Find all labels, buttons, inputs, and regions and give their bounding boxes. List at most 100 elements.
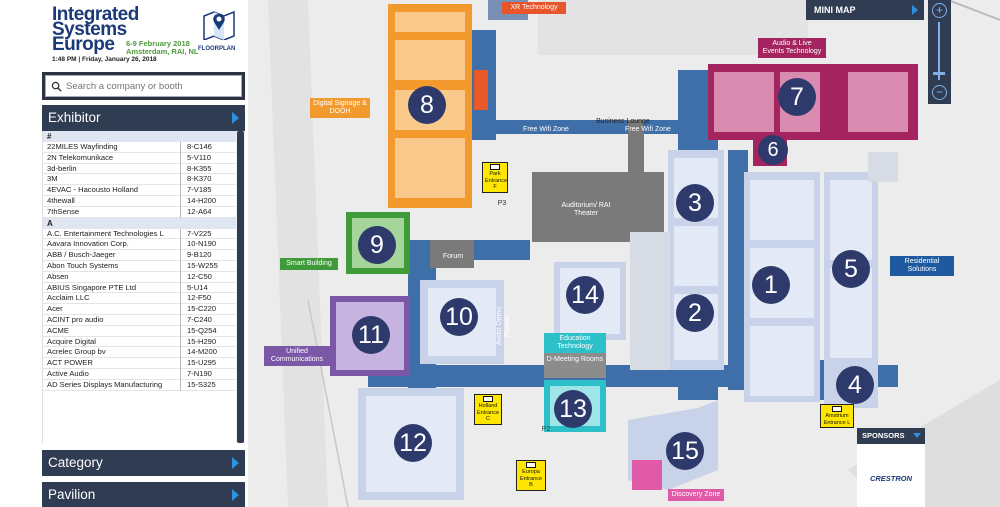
- chevron-down-icon: [913, 433, 921, 438]
- place-forum[interactable]: Forum: [442, 253, 464, 260]
- entrance-amstrium[interactable]: Amstrium Entrance L: [820, 404, 854, 428]
- zoom-slider-track[interactable]: [938, 22, 940, 80]
- auditorium-building[interactable]: [532, 172, 664, 242]
- entrance-amstrium-label: Amstrium Entrance L: [823, 413, 851, 426]
- hall-badge-1[interactable]: 1: [752, 266, 790, 304]
- floorplan-map[interactable]: XR Technology Audio & Live Events Techno…: [248, 0, 1000, 507]
- entrance-europa-label: Europa Entrance B: [519, 469, 542, 488]
- exhibitor-name: Absen: [47, 271, 69, 281]
- zone-unified-communications[interactable]: Unified Communications: [264, 346, 330, 366]
- search-input[interactable]: [66, 76, 238, 96]
- chevron-right-icon: [232, 112, 239, 124]
- hall-badge-11[interactable]: 11: [352, 316, 390, 354]
- hall-badge-12[interactable]: 12: [394, 424, 432, 462]
- zone-digital-signage[interactable]: Digital Signage & DOOH: [310, 98, 370, 118]
- hall-badge-13[interactable]: 13: [554, 390, 592, 428]
- hall-badge-8[interactable]: 8: [408, 86, 446, 124]
- hall-badge-2[interactable]: 2: [676, 294, 714, 332]
- exhibitor-name: 3d-berlin: [47, 163, 77, 173]
- exhibitor-name: A.C. Entertainment Technologies L: [47, 228, 164, 238]
- hall-badge-10[interactable]: 10: [440, 298, 478, 336]
- zoom-slider-thumb[interactable]: [933, 72, 945, 75]
- zone-education-technology[interactable]: Education Technology: [544, 333, 606, 353]
- exhibitor-row[interactable]: Aavara Innovation Corp.10-N190: [43, 239, 245, 251]
- chevron-right-icon: [912, 5, 918, 15]
- entrance-europa[interactable]: Europa Entrance B: [516, 460, 546, 491]
- exhibitor-row[interactable]: Absen 12-C50: [43, 271, 245, 283]
- exhibitor-booth: 9-B120: [180, 250, 234, 261]
- hall-15-pink: [632, 460, 662, 490]
- exhibitor-booth: 10-N190: [180, 239, 234, 251]
- exhibitor-booth: 12-F50: [180, 293, 234, 305]
- exhibitor-name: AD Series Displays Manufacturing: [47, 379, 163, 389]
- pavilion-panel-header[interactable]: Pavilion: [42, 482, 245, 507]
- place-audio-demo-rooms[interactable]: Audio Demo Rooms: [496, 306, 511, 346]
- place-d-meeting-rooms[interactable]: D-Meeting Rooms: [546, 356, 604, 363]
- exhibitor-booth: 15-U295: [180, 358, 234, 369]
- entrance-holland[interactable]: Holland Entrance C: [474, 394, 502, 425]
- zone-audio-live[interactable]: Audio & Live Events Technology: [758, 38, 826, 58]
- exhibitor-booth: 15-Q254: [180, 325, 234, 337]
- forum-building[interactable]: [430, 240, 474, 268]
- d-meeting-building: [544, 352, 606, 378]
- zone-smart-building[interactable]: Smart Building: [280, 258, 338, 270]
- exhibitor-name: 22MILES Wayfinding: [47, 142, 118, 151]
- floorplan-label: FLOORPLAN: [198, 46, 236, 52]
- ise-logo[interactable]: Integrated Systems Europe 6-9 February 2…: [42, 2, 242, 66]
- zoom-in-button[interactable]: +: [932, 3, 947, 18]
- place-parking-p2: P2: [541, 426, 551, 433]
- zone-residential-solutions[interactable]: Residential Solutions: [890, 256, 954, 276]
- exhibitor-booth: 7-N190: [180, 368, 234, 380]
- exhibitor-booth: 12-C50: [180, 271, 234, 283]
- hall-badge-7[interactable]: 7: [778, 78, 816, 116]
- category-header-label: Category: [48, 455, 103, 470]
- hall-badge-6[interactable]: 6: [758, 135, 788, 165]
- exhibitor-header-label: Exhibitor: [48, 110, 101, 125]
- zoom-out-button[interactable]: −: [932, 85, 947, 100]
- scrollbar-thumb[interactable]: [237, 131, 244, 443]
- entrance-park[interactable]: Park Entrance F: [482, 162, 508, 193]
- hall-badge-3[interactable]: 3: [676, 184, 714, 222]
- sponsor-logo-crestron[interactable]: CRESTRON: [869, 474, 913, 483]
- hall-badge-9[interactable]: 9: [358, 226, 396, 264]
- hall-5-annex: [868, 152, 898, 182]
- exhibitor-list-scrollbar[interactable]: [236, 131, 245, 443]
- hall-badge-15[interactable]: 15: [666, 432, 704, 470]
- zone-xr-technology[interactable]: XR Technology: [502, 2, 566, 14]
- exhibitor-booth: 5-U14: [180, 282, 234, 294]
- zone-discovery[interactable]: Discovery Zone: [668, 489, 724, 501]
- exhibitor-panel-header[interactable]: Exhibitor: [42, 105, 245, 131]
- pavilion-header-label: Pavilion: [48, 487, 96, 502]
- search-icon: [51, 81, 62, 92]
- minimap-toggle[interactable]: MINI MAP: [806, 0, 924, 20]
- place-auditorium[interactable]: Auditorium/ RAI Theater: [561, 202, 611, 217]
- category-panel-header[interactable]: Category: [42, 450, 245, 476]
- hall-badge-4[interactable]: 4: [836, 366, 874, 404]
- hall-badge-14[interactable]: 14: [566, 276, 604, 314]
- hall-badge-5[interactable]: 5: [832, 250, 870, 288]
- entrance-park-label: Park Entrance F: [485, 171, 508, 190]
- sponsors-toggle[interactable]: SPONSORS: [857, 428, 925, 444]
- entrance-icon: [490, 164, 500, 170]
